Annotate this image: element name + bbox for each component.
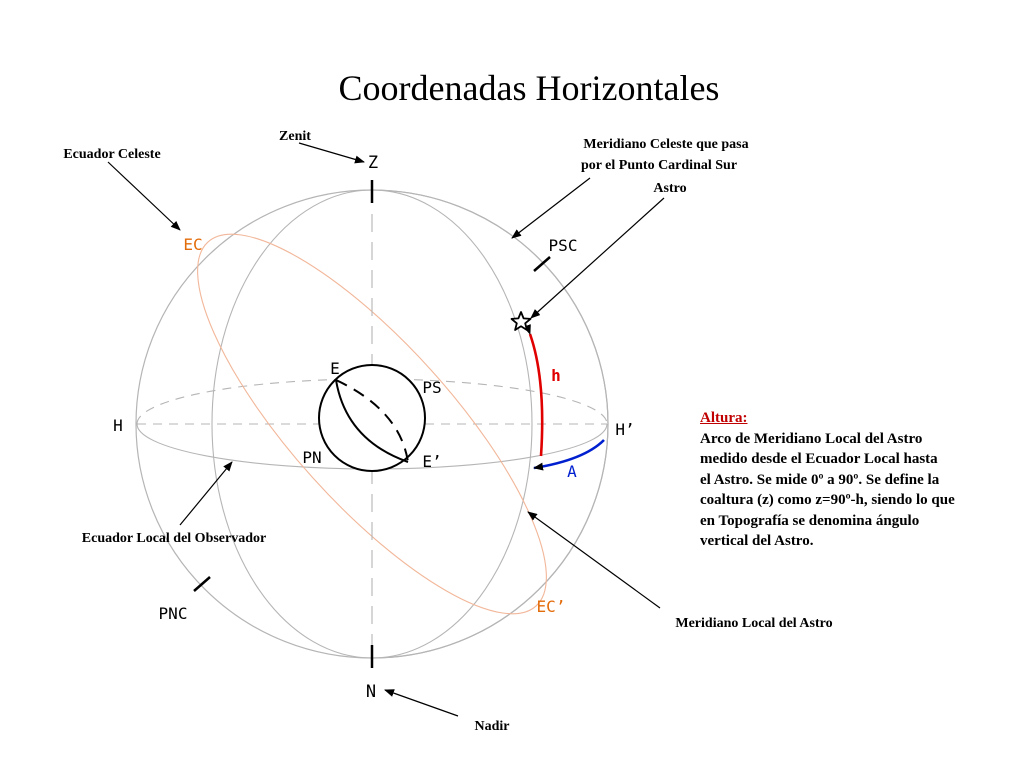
altura-line: vertical del Astro. — [700, 533, 814, 549]
altura-line: coaltura (z) como z=90º-h, siendo lo que — [700, 492, 955, 508]
azimuth-arc-a — [533, 439, 605, 471]
callout-meridiano-celeste-line2: por el Punto Cardinal Sur — [581, 158, 737, 173]
pnc-tick — [193, 576, 211, 592]
label-psc: PSC — [549, 236, 578, 255]
callout-astro: Astro — [653, 181, 686, 196]
arrow-nadir — [384, 689, 459, 717]
earth-sphere — [318, 364, 426, 472]
label-e-prime: E’ — [422, 452, 441, 471]
altura-line: el Astro. Se mide 0º a 90º. Se define la — [700, 471, 940, 488]
page-title: Coordenadas Horizontales — [339, 68, 720, 108]
psc-tick — [533, 256, 551, 272]
label-e: E — [330, 359, 340, 378]
label-h-prime: H’ — [615, 420, 634, 439]
arrow-meridiano-local — [527, 511, 661, 609]
arrow-meridiano-celeste — [511, 177, 591, 239]
label-ps: PS — [422, 378, 441, 397]
callout-nadir: Nadir — [475, 719, 510, 734]
altura-line: Arco de Meridiano Local del Astro — [700, 430, 923, 447]
callout-meridiano-celeste-line1: Meridiano Celeste que pasa — [583, 137, 748, 152]
altitude-arc-h — [523, 324, 544, 457]
arrow-ecuador-celeste — [107, 161, 181, 231]
label-h: H — [113, 416, 123, 435]
label-ec-prime: EC’ — [537, 597, 566, 616]
callout-meridiano-local: Meridiano Local del Astro — [675, 616, 832, 631]
callout-zenit: Zenit — [279, 129, 311, 144]
altura-note: Altura: Arco de Meridiano Local del Astr… — [700, 408, 1000, 552]
label-zenith-z: Z — [368, 153, 378, 173]
label-azimuth-a: A — [567, 462, 577, 481]
earth-equator-front — [335, 379, 409, 463]
callout-ecuador-celeste: Ecuador Celeste — [63, 147, 160, 162]
earth-equator-back — [335, 379, 409, 463]
altura-line: en Topografía se denomina ángulo — [700, 512, 920, 529]
arrow-zenit — [298, 142, 365, 164]
label-altitude-h: h — [551, 366, 561, 385]
celestial-meridian-psc — [371, 189, 609, 659]
label-ec: EC — [183, 235, 202, 254]
label-nadir-n: N — [366, 682, 376, 702]
callout-ecuador-local: Ecuador Local del Observador — [82, 531, 266, 546]
arrow-astro — [530, 197, 665, 319]
star-outline-icon — [510, 311, 532, 331]
label-pn: PN — [302, 448, 321, 467]
altura-heading: Altura: — [700, 410, 748, 426]
arrow-ecuador-local — [179, 461, 233, 526]
celestial-equator — [197, 233, 547, 615]
label-pnc: PNC — [159, 604, 188, 623]
altura-line: medido desde el Ecuador Local hasta — [700, 451, 938, 467]
